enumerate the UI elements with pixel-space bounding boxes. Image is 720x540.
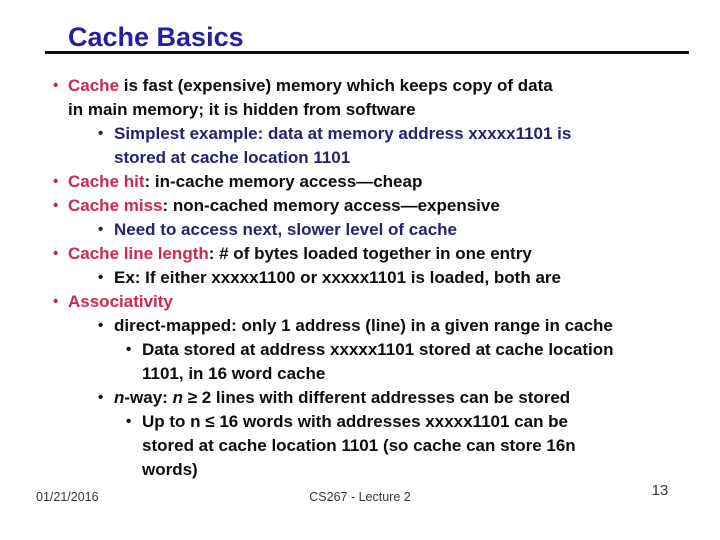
bullet-text: Simplest example: data at memory address… bbox=[114, 124, 571, 167]
text-segment: stored at cache location 1101 bbox=[114, 148, 351, 167]
bullet-marker-icon: • bbox=[53, 197, 59, 214]
title-underline bbox=[45, 51, 689, 54]
text-segment: Up to n ≤ 16 words with addresses xxxxx1… bbox=[142, 412, 569, 431]
bullet-item: • direct-mapped: only 1 address (line) in… bbox=[0, 314, 720, 338]
text-segment: Cache bbox=[68, 76, 120, 95]
bullet-item: • Cache hit: in-cache memory access—cheap bbox=[0, 170, 720, 194]
text-segment: stored at cache location 1101 (so cache … bbox=[142, 436, 576, 455]
bullet-item: • Simplest example: data at memory addres… bbox=[0, 122, 720, 170]
text-segment: Cache line length bbox=[68, 244, 209, 263]
bullet-text: Associativity bbox=[68, 292, 173, 311]
bullet-text: Up to n ≤ 16 words with addresses xxxxx1… bbox=[142, 412, 576, 479]
bullet-item: • Need to access next, slower level of ca… bbox=[0, 218, 720, 242]
bullet-marker-icon: • bbox=[98, 269, 104, 286]
bullet-text: Cache miss: non-cached memory access—exp… bbox=[68, 196, 500, 215]
text-segment: -way: bbox=[124, 388, 173, 407]
text-segment: Cache hit bbox=[68, 172, 145, 191]
bullet-item: • Ex: If either xxxxx1100 or xxxxx1101 is… bbox=[0, 266, 720, 290]
bullet-marker-icon: • bbox=[126, 413, 132, 430]
bullet-marker-icon: • bbox=[53, 245, 59, 262]
bullet-marker-icon: • bbox=[98, 221, 104, 238]
bullet-text: Cache line length: # of bytes loaded tog… bbox=[68, 244, 532, 263]
bullet-marker-icon: • bbox=[98, 389, 104, 406]
footer-date: 01/21/2016 bbox=[36, 490, 99, 504]
bullet-item: • Data stored at address xxxxx1101 stored… bbox=[0, 338, 720, 386]
bullet-marker-icon: • bbox=[53, 293, 59, 310]
slide-title: Cache Basics bbox=[68, 22, 244, 52]
text-segment: Need to access next, slower level of cac… bbox=[114, 220, 457, 239]
bullet-item: • n-way: n ≥ 2 lines with different addre… bbox=[0, 386, 720, 410]
bullet-item: • Up to n ≤ 16 words with addresses xxxxx… bbox=[0, 410, 720, 482]
bullet-marker-icon: • bbox=[53, 77, 59, 94]
bullet-text: Need to access next, slower level of cac… bbox=[114, 220, 457, 239]
bullet-item: • Cache is fast (expensive) memory which … bbox=[0, 74, 720, 122]
bullet-text: Ex: If either xxxxx1100 or xxxxx1101 is … bbox=[114, 268, 561, 287]
text-segment: : in-cache memory access—cheap bbox=[144, 172, 423, 191]
text-segment: Cache miss bbox=[68, 196, 163, 215]
slide-number: 13 bbox=[651, 482, 669, 499]
text-segment: Associativity bbox=[68, 292, 173, 311]
bullet-text: Cache is fast (expensive) memory which k… bbox=[68, 76, 553, 119]
text-segment: is fast (expensive) memory which keeps c… bbox=[119, 76, 553, 95]
bullet-item: • Cache line length: # of bytes loaded to… bbox=[0, 242, 720, 266]
bullet-marker-icon: • bbox=[53, 173, 59, 190]
bullet-text: Data stored at address xxxxx1101 stored … bbox=[142, 340, 614, 383]
bullet-text: n-way: n ≥ 2 lines with different addres… bbox=[114, 388, 570, 407]
footer-course: CS267 - Lecture 2 bbox=[309, 490, 411, 504]
bullet-list: • Cache is fast (expensive) memory which … bbox=[0, 74, 720, 482]
text-segment: words) bbox=[142, 460, 198, 479]
text-segment: : non-cached memory access—expensive bbox=[162, 196, 500, 215]
text-segment: : # of bytes loaded together in one entr… bbox=[208, 244, 532, 263]
text-segment: n bbox=[172, 388, 183, 407]
text-segment: in main memory; it is hidden from softwa… bbox=[68, 100, 416, 119]
text-segment: 1101, in 16 word cache bbox=[142, 364, 326, 383]
bullet-item: • Associativity bbox=[0, 290, 720, 314]
bullet-text: Cache hit: in-cache memory access—cheap bbox=[68, 172, 422, 191]
text-segment: n bbox=[114, 388, 125, 407]
text-segment: ≥ 2 lines with different addresses can b… bbox=[182, 388, 571, 407]
text-segment: Ex: If either xxxxx1100 or xxxxx1101 is … bbox=[114, 268, 561, 287]
text-segment: Simplest example: data at memory address… bbox=[114, 124, 572, 143]
bullet-text: direct-mapped: only 1 address (line) in … bbox=[114, 316, 613, 335]
text-segment: direct-mapped: only 1 address (line) in … bbox=[114, 316, 613, 335]
bullet-marker-icon: • bbox=[98, 317, 104, 334]
bullet-marker-icon: • bbox=[98, 125, 104, 142]
text-segment: Data stored at address xxxxx1101 stored … bbox=[142, 340, 614, 359]
bullet-item: • Cache miss: non-cached memory access—ex… bbox=[0, 194, 720, 218]
bullet-marker-icon: • bbox=[126, 341, 132, 358]
